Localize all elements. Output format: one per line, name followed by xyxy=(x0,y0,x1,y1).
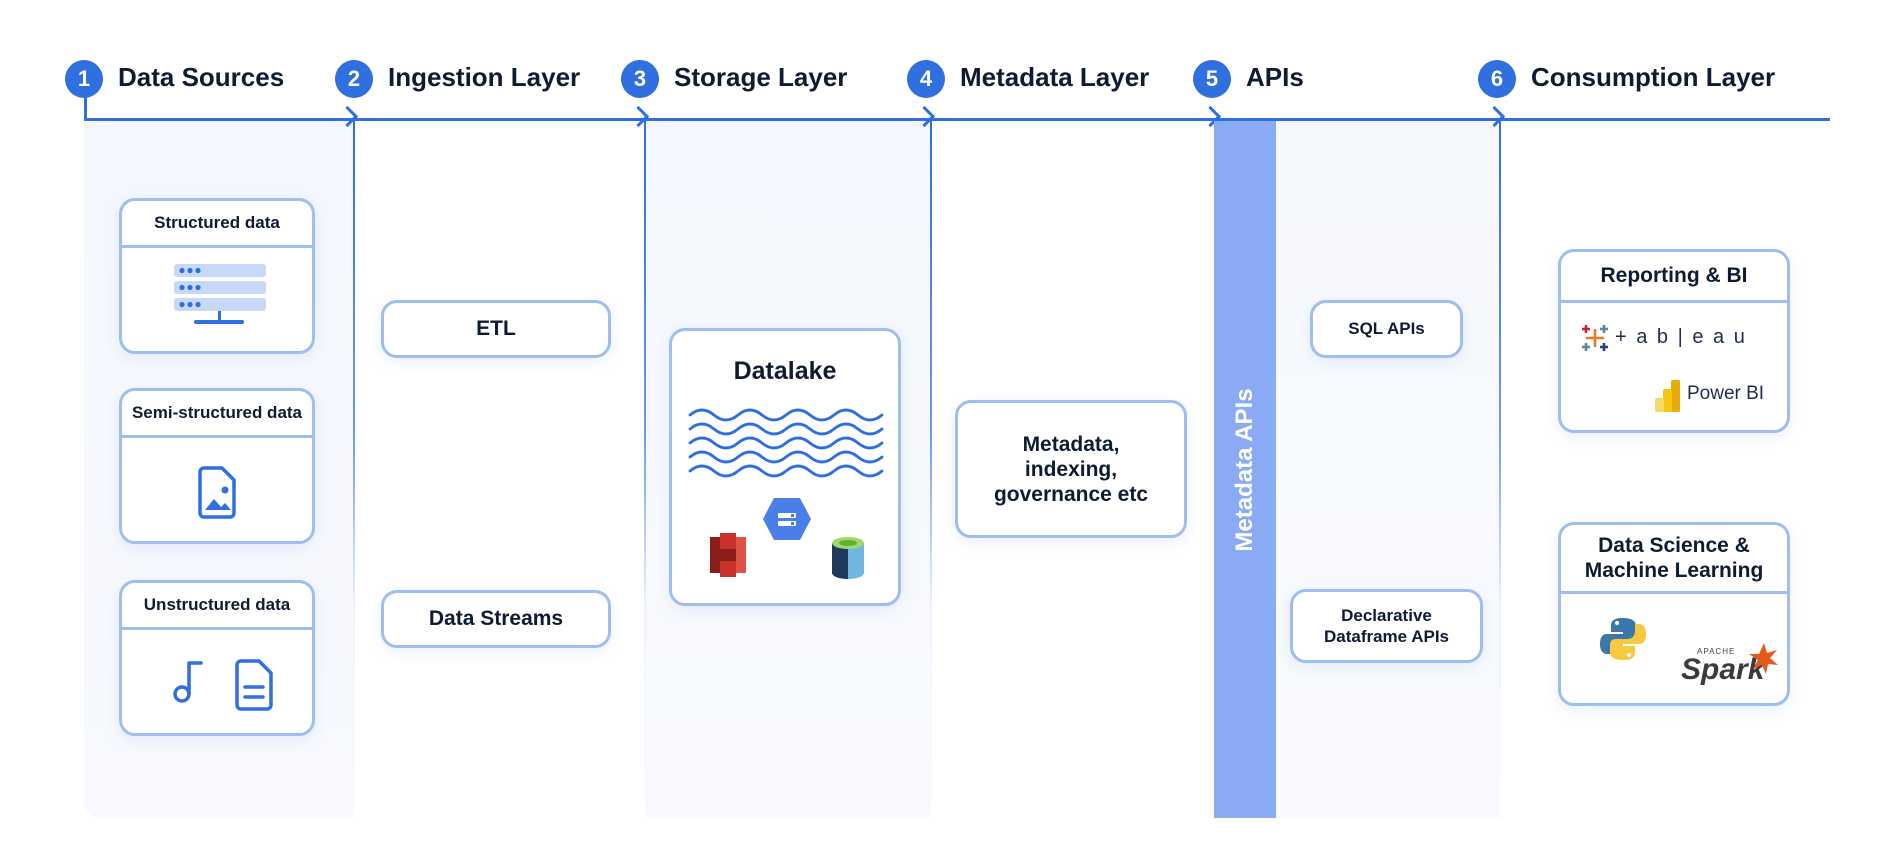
document-icon xyxy=(235,659,273,711)
separator-line xyxy=(644,118,646,818)
spark-logo xyxy=(1749,643,1778,674)
data-science-ml-card: Data Science & Machine Learning APACHE S… xyxy=(1558,522,1790,706)
azure-datalake-icon xyxy=(832,537,864,579)
card-title: Reporting & BI xyxy=(1561,252,1787,303)
card-title: Data Science & Machine Learning xyxy=(1561,525,1787,594)
data-streams-box: Data Streams xyxy=(381,590,611,648)
layer-title-storage: Storage Layer xyxy=(674,62,848,92)
server-icon xyxy=(174,264,266,324)
metadata-apis-bar xyxy=(1214,121,1276,818)
sql-apis-box: SQL APIs xyxy=(1310,300,1463,358)
timeline-start xyxy=(84,96,87,120)
datalake-card: Datalake xyxy=(669,328,901,606)
layer-title-ingestion: Ingestion Layer xyxy=(388,62,581,92)
ingestion-column xyxy=(354,118,645,818)
unstructured-data-card: Unstructured data xyxy=(119,580,315,736)
structured-data-card: Structured data xyxy=(119,198,315,354)
separator-line xyxy=(1499,118,1501,818)
powerbi-logo xyxy=(1655,380,1680,412)
music-note-icon xyxy=(173,661,203,703)
etl-box: ETL xyxy=(381,300,611,358)
metadata-line-3: governance etc xyxy=(993,482,1149,506)
metadata-line-1: Metadata, xyxy=(1022,432,1120,456)
metadata-line-2: indexing, xyxy=(1024,457,1118,481)
separator-line xyxy=(353,118,355,818)
card-title: Unstructured data xyxy=(122,583,312,630)
image-file-icon xyxy=(198,466,236,519)
semi-structured-data-card: Semi-structured data xyxy=(119,388,315,544)
spark-wordmark: Spark xyxy=(1681,653,1765,686)
layer-title-data-sources: Data Sources xyxy=(118,62,285,92)
metadata-apis-label: Metadata APIs xyxy=(1231,388,1258,552)
dataframe-apis-box: Declarative Dataframe APIs xyxy=(1290,589,1483,663)
gcp-storage-icon xyxy=(763,498,811,540)
step-badge-2: 2 xyxy=(335,60,373,98)
card-title: Semi-structured data xyxy=(122,391,312,438)
layer-title-consumption: Consumption Layer xyxy=(1531,62,1776,92)
card-title-line-2: Machine Learning xyxy=(1584,559,1764,582)
tableau-wordmark: + a b | e a u xyxy=(1615,326,1747,348)
python-logo xyxy=(1600,618,1646,660)
card-title: Structured data xyxy=(122,201,312,248)
step-badge-5: 5 xyxy=(1193,60,1231,98)
step-badge-1: 1 xyxy=(65,60,103,98)
step-badge-3: 3 xyxy=(621,60,659,98)
aws-s3-icon xyxy=(710,533,746,577)
dataframe-line-2: Dataframe APIs xyxy=(1323,627,1450,646)
spark-apache-label: APACHE xyxy=(1697,647,1736,656)
powerbi-label: Power BI xyxy=(1687,383,1765,404)
separator-line xyxy=(930,118,932,818)
layer-title-metadata: Metadata Layer xyxy=(960,62,1150,92)
metadata-governance-box: Metadata, indexing, governance etc xyxy=(955,400,1187,538)
timeline-axis xyxy=(84,118,1830,121)
card-title-line-1: Data Science & xyxy=(1598,534,1750,557)
step-badge-6: 6 xyxy=(1478,60,1516,98)
layer-title-apis: APIs xyxy=(1246,62,1304,92)
datalake-title: Datalake xyxy=(733,357,837,385)
step-badge-4: 4 xyxy=(907,60,945,98)
reporting-bi-card: Reporting & BI + a b | e a u Power BI xyxy=(1558,249,1790,433)
tableau-logo xyxy=(1582,325,1608,351)
dataframe-line-1: Declarative xyxy=(1341,606,1432,625)
waves-icon xyxy=(688,408,884,478)
